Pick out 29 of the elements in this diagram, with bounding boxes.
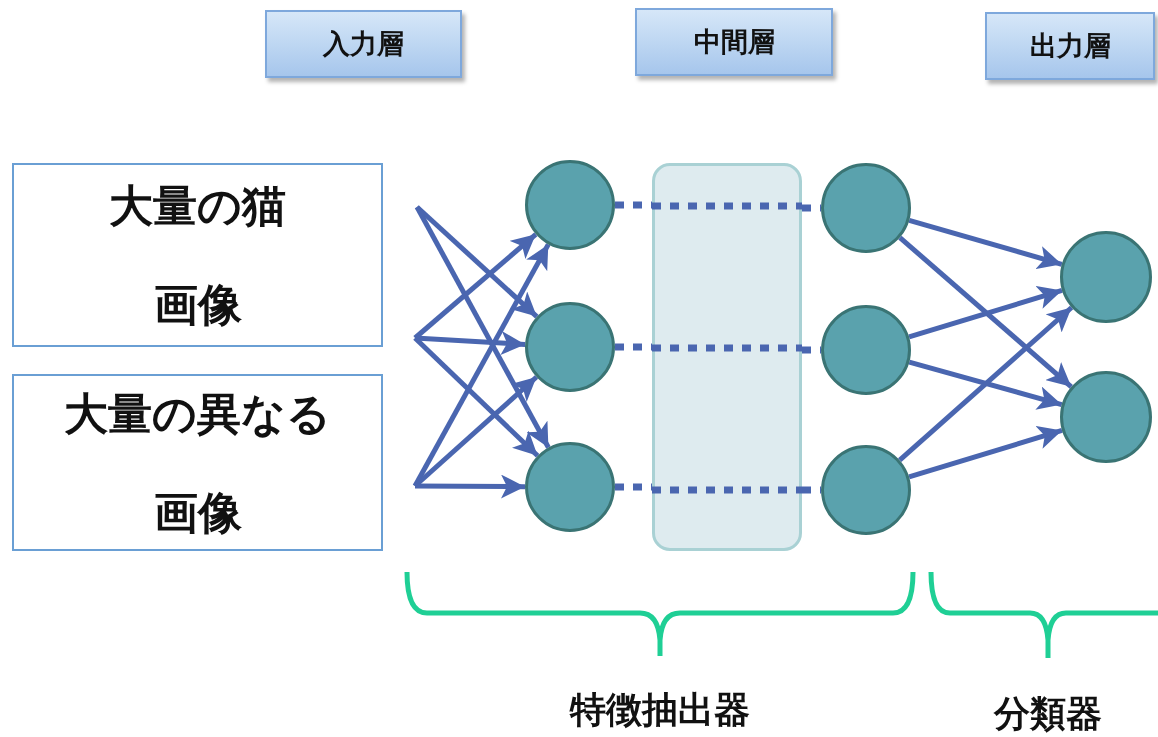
input-description: 大量の猫画像	[108, 179, 287, 332]
hidden-layer-band	[652, 163, 802, 551]
arrow	[908, 359, 1063, 410]
dotted-connector	[802, 204, 821, 212]
input-data-box	[12, 374, 383, 551]
dotted-connector	[615, 201, 652, 209]
arrow	[908, 218, 1063, 270]
dotted-connector	[802, 486, 821, 494]
section-label: 分類器	[994, 692, 1102, 736]
arrow	[415, 474, 525, 499]
dotted-connector	[615, 343, 652, 351]
arrow	[414, 205, 551, 449]
input-data-box	[12, 163, 383, 347]
arrow	[908, 425, 1063, 480]
arrow	[898, 235, 1073, 389]
arrow	[413, 336, 540, 458]
arrow	[415, 205, 539, 319]
dotted-connector	[615, 483, 652, 491]
arrow	[908, 285, 1063, 340]
arrow	[413, 375, 539, 488]
layer-title-box: 出力層	[985, 12, 1155, 80]
section-label: 特徴抽出器	[570, 688, 750, 732]
input-description: 大量の異なる画像	[63, 386, 332, 540]
arrow	[413, 232, 538, 340]
arrow	[412, 243, 551, 488]
layer-title-box: 入力層	[265, 10, 462, 78]
dotted-connector	[802, 346, 821, 354]
layer-title-box: 中間層	[635, 8, 833, 76]
arrow	[898, 305, 1074, 462]
